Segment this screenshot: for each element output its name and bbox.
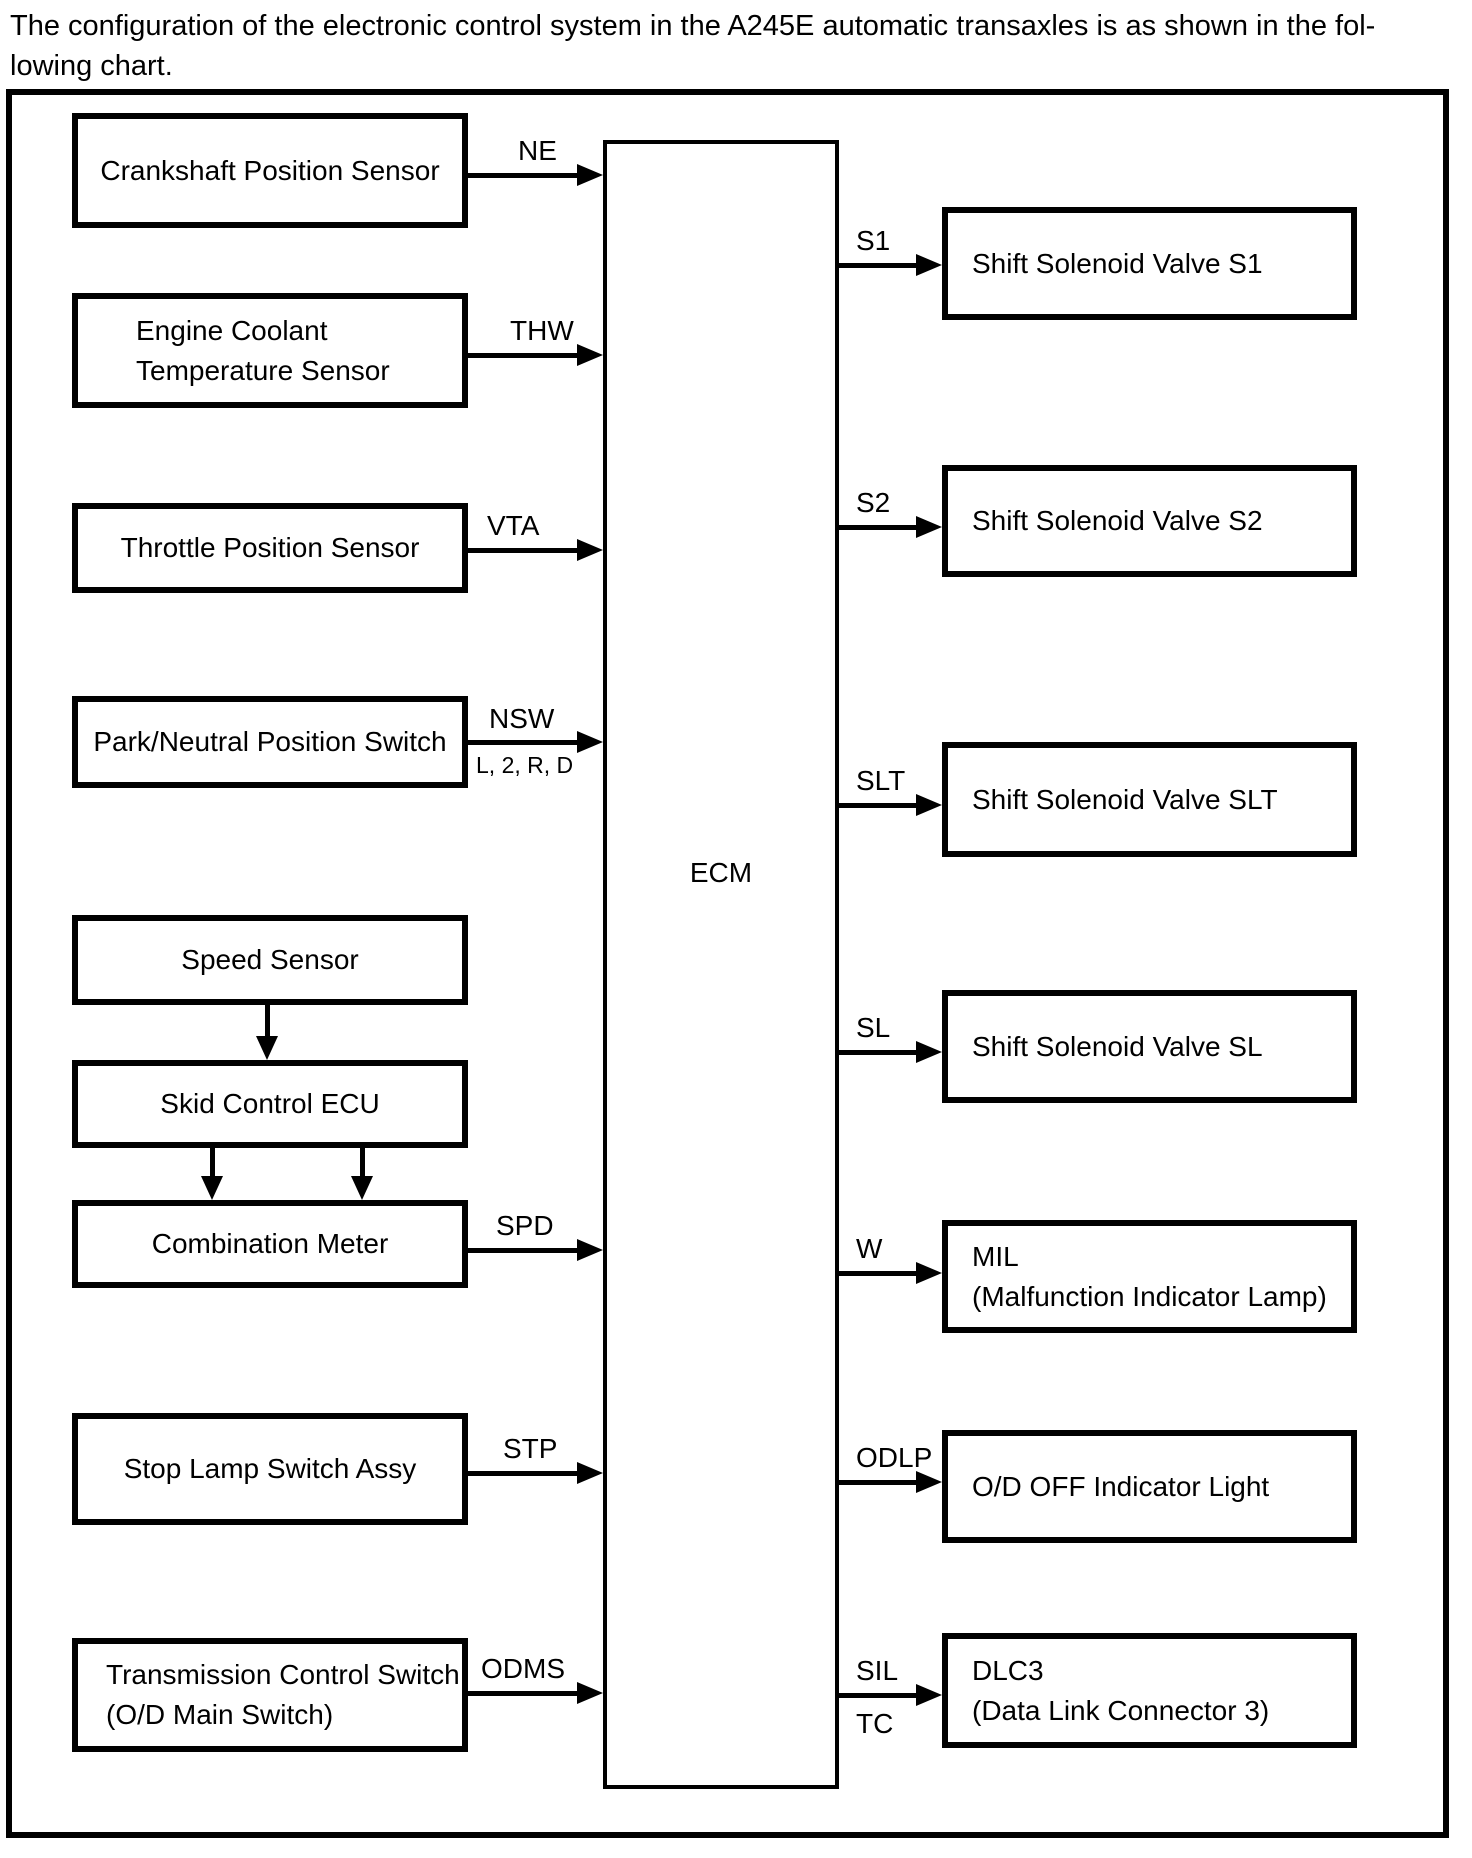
arrow-spd-line: [468, 1248, 578, 1253]
arrow-odlp-line: [839, 1480, 918, 1485]
arrow-thw-line: [468, 353, 578, 358]
arrow-odms-line: [468, 1691, 578, 1696]
arrow-s1-head: [916, 254, 942, 276]
arrow-vta-line: [468, 548, 578, 553]
box-shift-solenoid-valve-slt: Shift Solenoid Valve SLT: [942, 742, 1357, 857]
signal-label-w: W: [856, 1233, 883, 1264]
arrow-stp-line: [468, 1471, 578, 1476]
box-shift-solenoid-valve-sl: Shift Solenoid Valve SL: [942, 990, 1357, 1103]
arrow-stp-head: [577, 1462, 603, 1484]
signal-label-spd: SPD: [496, 1210, 554, 1241]
arrow-slt-line: [839, 803, 918, 808]
box-shift-solenoid-valve-s2: Shift Solenoid Valve S2: [942, 465, 1357, 577]
box-dlc3: DLC3 (Data Link Connector 3): [942, 1633, 1357, 1748]
box-engine-coolant-temperature-sensor: Engine Coolant Temperature Sensor: [72, 293, 468, 408]
signal-label-sl: SL: [856, 1012, 891, 1043]
signal-label-tc: TC: [856, 1708, 894, 1739]
signal-label-s1: S1: [856, 225, 891, 256]
arrow-sil-head: [916, 1684, 942, 1706]
arrow-sil-line: [839, 1693, 918, 1698]
arrow-sl-line: [839, 1050, 918, 1055]
box-park-neutral-position-switch: Park/Neutral Position Switch: [72, 696, 468, 788]
arrow-slt-head: [916, 794, 942, 816]
arrow-w-line: [839, 1271, 918, 1276]
box-crankshaft-position-sensor: Crankshaft Position Sensor: [72, 113, 468, 228]
arrow-nsw-line: [468, 740, 578, 745]
signal-sublabel-nsw-positions: L, 2, R, D: [476, 752, 574, 778]
arrow-s1-line: [839, 263, 918, 268]
signal-label-odlp: ODLP: [856, 1442, 933, 1473]
arrow-thw-head: [577, 344, 603, 366]
signal-label-s2: S2: [856, 487, 891, 518]
arrow-speed-to-skid-head: [256, 1036, 278, 1060]
signal-label-odms: ODMS: [481, 1653, 565, 1684]
arrow-w-head: [916, 1262, 942, 1284]
signal-label-slt: SLT: [856, 765, 906, 796]
signal-label-sil: SIL: [856, 1655, 899, 1686]
box-mil: MIL (Malfunction Indicator Lamp): [942, 1220, 1357, 1333]
box-skid-control-ecu: Skid Control ECU: [72, 1060, 468, 1148]
signal-label-vta: VTA: [487, 510, 540, 541]
arrow-skid-to-meter-left-line: [210, 1148, 215, 1178]
arrow-ne-line: [468, 173, 578, 178]
arrow-s2-line: [839, 525, 918, 530]
arrow-sl-head: [916, 1041, 942, 1063]
box-throttle-position-sensor: Throttle Position Sensor: [72, 503, 468, 593]
box-combination-meter: Combination Meter: [72, 1200, 468, 1288]
box-speed-sensor: Speed Sensor: [72, 915, 468, 1005]
box-stop-lamp-switch-assy: Stop Lamp Switch Assy: [72, 1413, 468, 1525]
signal-label-stp: STP: [503, 1433, 558, 1464]
signal-label-nsw: NSW: [489, 703, 555, 734]
arrow-nsw-head: [577, 731, 603, 753]
ecm-label: ECM: [689, 857, 753, 888]
arrow-vta-head: [577, 539, 603, 561]
arrow-spd-head: [577, 1239, 603, 1261]
intro-text-line2: lowing chart.: [10, 50, 173, 82]
arrow-speed-to-skid-line: [265, 1005, 270, 1038]
signal-label-ne: NE: [518, 135, 557, 166]
arrow-odlp-head: [916, 1471, 942, 1493]
box-od-off-indicator-light: O/D OFF Indicator Light: [942, 1430, 1357, 1543]
arrow-odms-head: [577, 1682, 603, 1704]
signal-label-thw: THW: [510, 315, 574, 346]
ecm-box: [603, 140, 839, 1789]
intro-text-line1: The configuration of the electronic cont…: [10, 10, 1376, 42]
arrow-skid-to-meter-left-head: [201, 1176, 223, 1200]
arrow-skid-to-meter-right-line: [360, 1148, 365, 1178]
box-shift-solenoid-valve-s1: Shift Solenoid Valve S1: [942, 207, 1357, 320]
arrow-skid-to-meter-right-head: [351, 1176, 373, 1200]
arrow-ne-head: [577, 164, 603, 186]
box-transmission-control-switch: Transmission Control Switch (O/D Main Sw…: [72, 1638, 468, 1752]
arrow-s2-head: [916, 516, 942, 538]
